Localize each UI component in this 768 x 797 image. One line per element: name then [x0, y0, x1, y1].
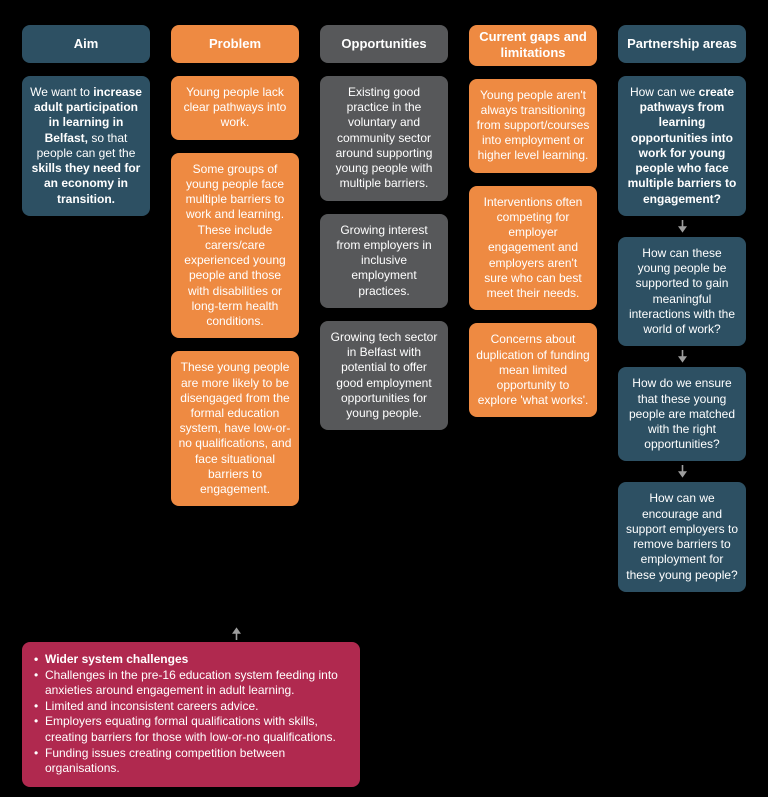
opportunities-box-1: Existing good practice in the voluntary … — [320, 76, 448, 201]
challenges-item: • Limited and inconsistent careers advic… — [34, 699, 348, 715]
column-header-partnership: Partnership areas — [618, 25, 746, 63]
opportunities-box-3: Growing tech sector in Belfast with pote… — [320, 320, 448, 431]
aim-text-part-2: increase adult participation in learning… — [33, 85, 142, 145]
gaps-box-1: Young people aren't always transitioning… — [469, 78, 597, 173]
challenges-item-text: Funding issues creating competition betw… — [45, 745, 286, 776]
challenges-item-text: Challenges in the pre-16 education syste… — [45, 667, 338, 698]
bullet-marker: • — [34, 652, 39, 666]
bullet-marker: • — [34, 698, 39, 713]
column-gaps: Current gaps and limitations Young peopl… — [469, 25, 597, 418]
column-problem: Problem Young people lack clear pathways… — [171, 25, 299, 507]
column-opportunities: Opportunities Existing good practice in … — [320, 25, 448, 431]
column-header-gaps-label: Current gaps and limitations — [479, 29, 587, 61]
gaps-box-2: Interventions often competing for employ… — [469, 185, 597, 311]
problem-box-3: These young people are more likely to be… — [171, 351, 299, 507]
column-header-gaps: Current gaps and limitations — [469, 25, 597, 66]
aim-text-part-4: skills they need for an economy in trans… — [31, 161, 141, 206]
column-header-opportunities-label: Opportunities — [341, 35, 427, 51]
partnership-box-1-part-1: How can we — [629, 85, 699, 99]
bullet-marker: • — [34, 745, 39, 760]
down-arrow-icon — [618, 219, 746, 233]
column-header-aim: Aim — [22, 25, 150, 63]
bullet-marker: • — [34, 667, 39, 682]
column-header-opportunities: Opportunities — [320, 25, 448, 63]
challenges-item: • Funding issues creating competition be… — [34, 746, 348, 777]
challenges-item: • Challenges in the pre-16 education sys… — [34, 668, 348, 699]
down-arrow-icon — [618, 350, 746, 363]
partnership-box-2: How can these young people be supported … — [618, 236, 746, 347]
gaps-box-3: Concerns about duplication of funding me… — [469, 323, 597, 418]
column-header-problem-label: Problem — [208, 35, 261, 51]
column-header-problem: Problem — [171, 25, 299, 63]
bullet-marker: • — [34, 714, 39, 729]
aim-text-part-3: so that people can get the — [36, 130, 136, 160]
column-aim: Aim We want to increase adult participat… — [22, 25, 150, 216]
challenges-item: • Employers equating formal qualificatio… — [34, 714, 348, 745]
column-header-partnership-label: Partnership areas — [627, 35, 737, 51]
problem-box-2: Some groups of young people face multipl… — [171, 152, 299, 339]
challenges-item-text: Employers equating formal qualifications… — [45, 714, 336, 744]
column-header-aim-label: Aim — [73, 35, 99, 51]
challenges-item-text: Limited and inconsistent careers advice. — [45, 698, 259, 713]
up-arrow-icon — [231, 627, 244, 640]
partnership-box-1: How can we create pathways from learning… — [618, 76, 746, 216]
partnership-box-1-part-2: create pathways from learning opportunit… — [627, 85, 737, 206]
partnership-box-3: How do we ensure that these young people… — [618, 367, 746, 462]
down-arrow-icon — [618, 465, 746, 479]
wider-system-challenges-box: • Wider system challenges • Challenges i… — [22, 642, 360, 787]
challenges-title: Wider system challenges — [45, 652, 189, 666]
problem-box-1: Young people lack clear pathways into wo… — [171, 76, 299, 140]
challenges-title-row: • Wider system challenges — [34, 652, 348, 668]
partnership-box-4: How can we encourage and support employe… — [618, 482, 746, 592]
column-partnership: Partnership areas How can we create path… — [618, 25, 746, 592]
aim-text-part-1: We want to — [30, 85, 94, 99]
opportunities-box-2: Growing interest from employers in inclu… — [320, 213, 448, 308]
aim-box: We want to increase adult participation … — [22, 76, 150, 216]
